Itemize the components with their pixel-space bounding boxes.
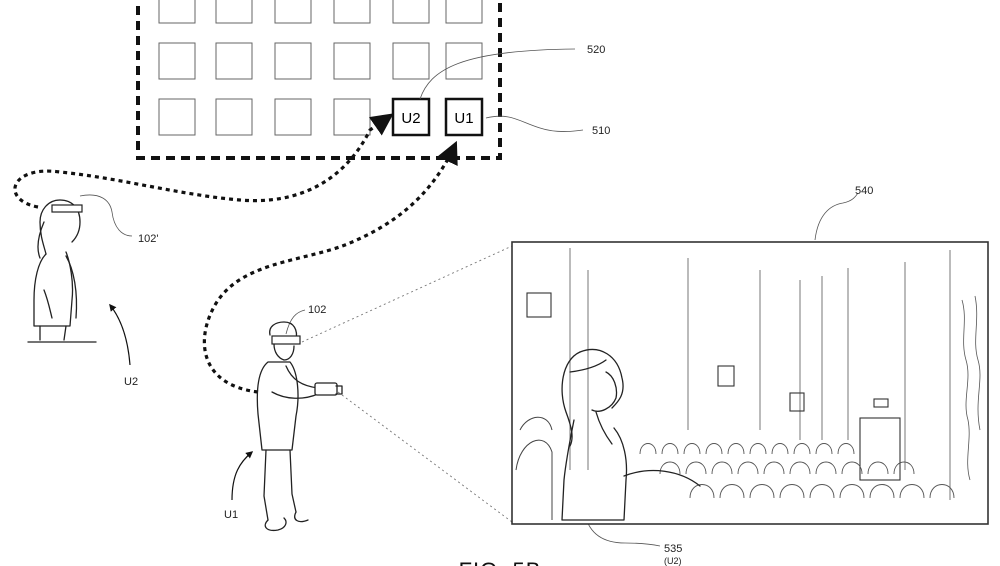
theater-seat xyxy=(519,416,553,431)
leader-line-510 xyxy=(485,115,584,133)
empty-seat xyxy=(158,0,196,24)
theater-seat xyxy=(793,443,811,455)
theater-seat xyxy=(683,443,701,455)
leader-line-540 xyxy=(814,192,859,241)
leader-line-520 xyxy=(419,48,576,100)
user-seat-label: U1 xyxy=(454,110,473,127)
empty-seat xyxy=(333,0,371,24)
theater-seat xyxy=(779,484,805,499)
theater-seat-rows xyxy=(515,416,955,520)
theater-seat xyxy=(839,484,865,499)
exit-door xyxy=(859,417,901,481)
theater-seat xyxy=(841,461,863,475)
theater-seat xyxy=(869,484,895,499)
pointer-arrow-u1 xyxy=(231,451,254,501)
theater-seat xyxy=(737,461,759,475)
theater-seat xyxy=(809,484,835,499)
label-u2: U2 xyxy=(124,376,138,388)
wall-panel xyxy=(717,365,735,387)
theater-seat xyxy=(749,443,767,455)
ref-535-sub: (U2) xyxy=(664,556,682,566)
theater-seat xyxy=(771,443,789,455)
friend-seat: U2 xyxy=(391,97,431,137)
theater-seat xyxy=(837,443,855,455)
user-seat: U1 xyxy=(444,97,484,137)
empty-seat xyxy=(445,0,483,24)
empty-seat xyxy=(215,0,253,24)
leader-line-102 xyxy=(285,309,306,335)
ref-510: 510 xyxy=(592,125,610,137)
identified-person xyxy=(561,348,701,521)
theater-seat xyxy=(893,461,915,475)
empty-seat xyxy=(158,98,196,136)
ref-102: 102 xyxy=(308,304,326,316)
curtain xyxy=(961,299,971,481)
wall-panel xyxy=(789,392,805,412)
theater-seat xyxy=(719,484,745,499)
ref-520: 520 xyxy=(587,44,605,56)
empty-seat xyxy=(333,42,371,80)
empty-seat xyxy=(445,42,483,80)
wall-panel xyxy=(873,398,889,408)
theater-seat xyxy=(899,484,925,499)
wall-panel xyxy=(526,292,552,318)
theater-seat xyxy=(749,484,775,499)
theater-seat xyxy=(711,461,733,475)
theater-seat xyxy=(815,461,837,475)
empty-seat xyxy=(392,0,430,24)
theater-seat xyxy=(815,443,833,455)
camera-view-panel xyxy=(511,241,989,525)
empty-seat xyxy=(158,42,196,80)
theater-seat xyxy=(789,461,811,475)
theater-seat xyxy=(867,461,889,475)
field-of-view-upper xyxy=(301,245,513,343)
ref-102-prime: 102' xyxy=(138,233,158,245)
theater-seat xyxy=(639,443,657,455)
theater-seat xyxy=(661,443,679,455)
theater-walls xyxy=(569,248,951,500)
leader-line-102-prime xyxy=(79,194,133,237)
label-u1: U1 xyxy=(224,509,238,521)
seat-map-border xyxy=(136,0,502,160)
theater-seat xyxy=(685,461,707,475)
friend-seat-label: U2 xyxy=(401,110,420,127)
empty-seat xyxy=(215,98,253,136)
seat-grid xyxy=(158,0,483,136)
path-user-to-seat xyxy=(202,140,458,394)
figure-caption: FIG. 5B xyxy=(459,558,542,566)
theater-seat xyxy=(929,484,955,499)
leader-line-535 xyxy=(584,514,661,547)
pointer-arrow-u2 xyxy=(109,303,131,366)
user-figure xyxy=(256,321,343,532)
friend-figure xyxy=(27,199,97,343)
empty-seat xyxy=(274,98,312,136)
ref-535: 535 xyxy=(664,543,682,555)
empty-seat xyxy=(392,42,430,80)
empty-seat xyxy=(333,98,371,136)
empty-seat xyxy=(274,0,312,24)
field-of-view-lower xyxy=(337,391,513,523)
theater-seat xyxy=(705,443,723,455)
empty-seat xyxy=(274,42,312,80)
theater-seat xyxy=(689,484,715,499)
theater-seat xyxy=(515,439,553,520)
empty-seat xyxy=(215,42,253,80)
theater-seat xyxy=(763,461,785,475)
ref-540: 540 xyxy=(855,185,873,197)
theater-seat xyxy=(727,443,745,455)
seat-map: U2 U1 xyxy=(136,0,502,160)
